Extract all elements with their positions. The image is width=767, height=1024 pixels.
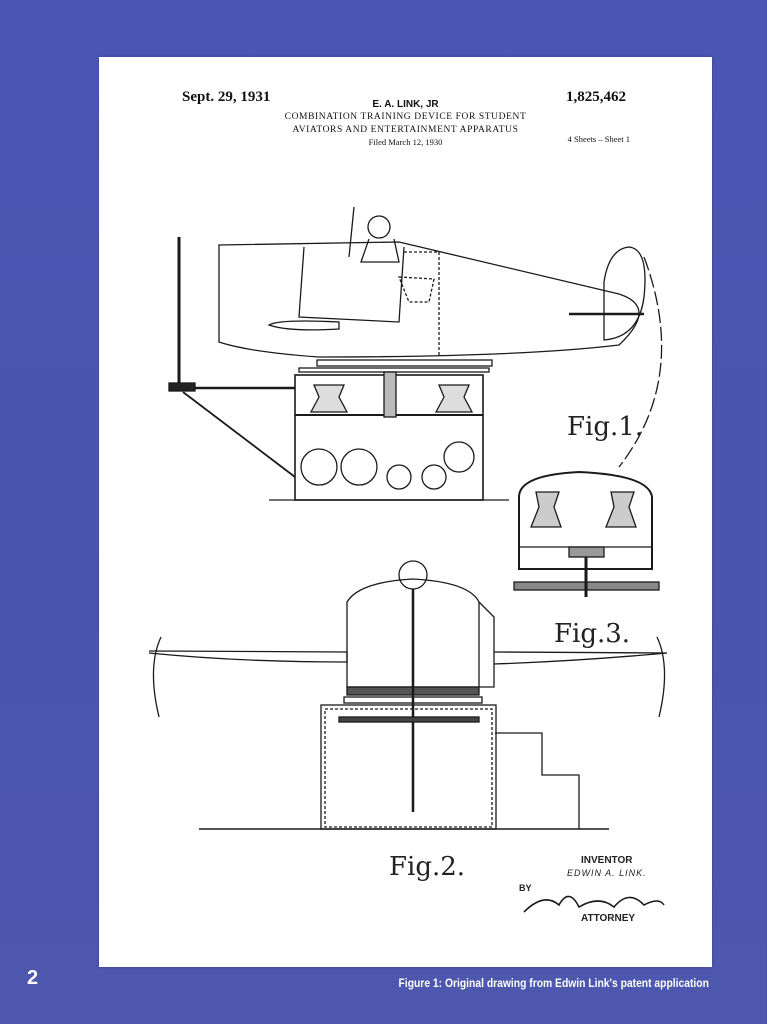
attorney-label: ATTORNEY <box>581 913 636 924</box>
patent-inventor-header: E. A. LINK, JR <box>372 99 439 110</box>
patent-date: Sept. 29, 1931 <box>182 89 271 105</box>
patent-sheet: Sept. 29, 1931 1,825,462 E. A. LINK, JR … <box>99 57 712 967</box>
patent-number: 1,825,462 <box>566 89 626 105</box>
patent-title: COMBINATION TRAINING DEVICE FOR STUDENT … <box>99 111 712 137</box>
patent-title-line2: AVIATORS AND ENTERTAINMENT APPARATUS <box>292 125 519 135</box>
page-number: 2 <box>27 967 39 989</box>
patent-sheet-count: 4 Sheets – Sheet 1 <box>567 134 630 144</box>
fig3-label: Fig.3. <box>554 619 630 649</box>
patent-filed-date: Filed March 12, 1930 <box>368 137 443 147</box>
fig3-end-view: Fig.3. <box>513 470 660 649</box>
attorney-signature-scribble <box>523 895 665 913</box>
fig2-front-view: Fig.2. <box>148 560 668 882</box>
inventor-label: INVENTOR <box>581 855 633 866</box>
figure-caption: Figure 1: Original drawing from Edwin Li… <box>398 976 709 990</box>
fig1-label: Fig.1. <box>567 412 643 442</box>
fig2-label: Fig.2. <box>389 852 465 882</box>
patent-drawing: Fig.1. Fig.3. <box>148 206 668 913</box>
patent-title-line1: COMBINATION TRAINING DEVICE FOR STUDENT <box>284 112 527 122</box>
inventor-name: EDWIN A. LINK. <box>567 868 647 878</box>
by-label: BY <box>519 883 532 893</box>
fig1-side-view: Fig.1. <box>168 206 663 501</box>
